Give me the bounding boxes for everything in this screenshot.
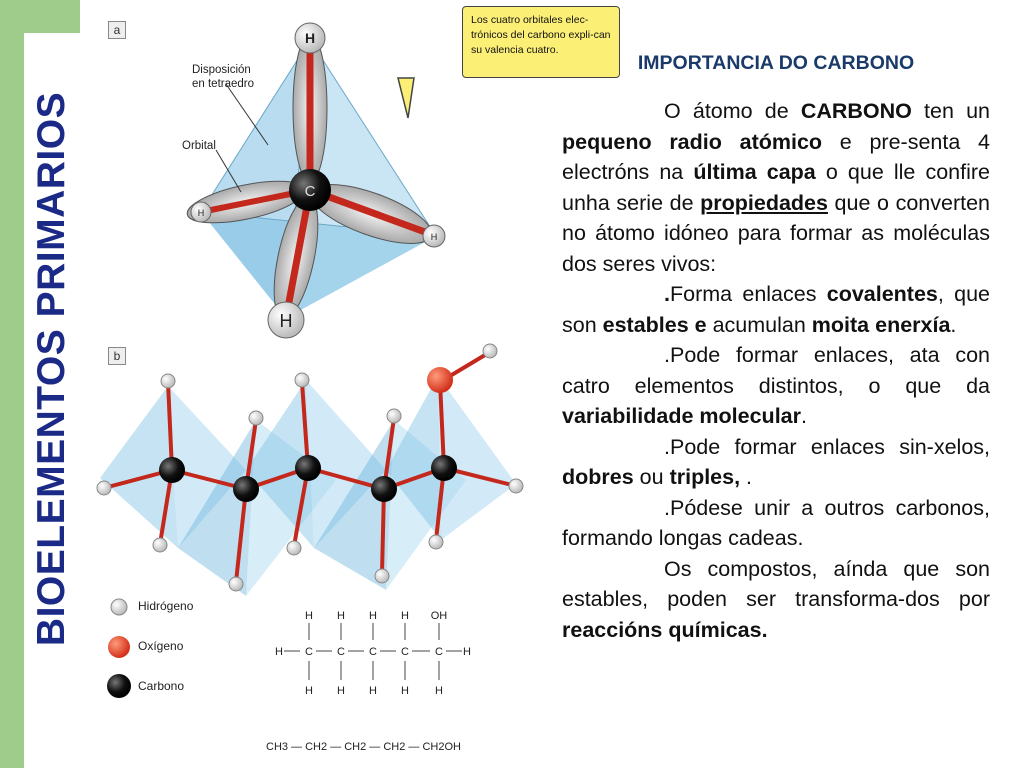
svg-text:H: H (305, 610, 313, 622)
paragraph-chains: .Pódese unir a outros carbonos, formando… (562, 495, 990, 551)
svg-text:C: C (369, 646, 377, 658)
oxygen-atom (427, 367, 453, 393)
panel-label-b: b (108, 347, 126, 365)
legend-carbon: Carbono (138, 679, 185, 693)
structural-formula-atoms: H H H H OH H C C C C C H H H H H H CH3 —… (266, 610, 471, 753)
legend-oxygen: Oxígeno (138, 639, 184, 653)
hydrogen-atom-left (190, 201, 212, 223)
hydrogen-atom-bottom (267, 301, 305, 339)
paragraph-intro: O átomo de CARBONO ten un pequeno radio … (562, 99, 991, 276)
svg-text:H: H (275, 646, 283, 658)
atom-label-h: H (280, 311, 293, 331)
label-orbital: Orbital (182, 140, 216, 152)
carbon-atom (159, 457, 185, 483)
bubble-tail (397, 77, 415, 119)
paragraph-reactions: Os compostos, aínda que son estables, po… (562, 556, 990, 642)
atom-label-c: C (305, 183, 316, 200)
carbon-figure: H H H H C (96, 0, 620, 768)
legend-hydrogen: Hidrógeno (138, 599, 194, 613)
carbon-chain-diagram (96, 343, 524, 596)
svg-text:H: H (337, 610, 345, 622)
carbon-atom (233, 476, 259, 502)
side-title-text: BIOELEMENTOS PRIMARIOS (30, 91, 73, 647)
svg-text:OH: OH (431, 610, 448, 622)
svg-text:H: H (369, 685, 377, 697)
structural-formula-bonds (284, 623, 462, 680)
svg-text:C: C (435, 646, 443, 658)
legend-carbon-dot (107, 674, 131, 698)
paragraph-covalent: .Forma enlaces covalentes, que son estab… (562, 282, 990, 337)
section-heading: IMPORTANCIA DO CARBONO (637, 52, 915, 74)
atom-legend (107, 598, 131, 698)
svg-text:H: H (401, 685, 409, 697)
atom-label-h: H (305, 30, 315, 46)
svg-text:C: C (305, 646, 313, 658)
text-column: IMPORTANCIA DO CARBONO O átomo de CARBON… (562, 52, 990, 645)
legend-hydrogen-dot (110, 598, 128, 616)
condensed-formula: CH3 — CH2 — CH2 — CH2 — CH2OH (266, 741, 461, 753)
hydrogen-atom-right (422, 224, 446, 248)
carbon-atom (289, 169, 331, 211)
svg-text:H: H (337, 685, 345, 697)
carbon-atom (431, 455, 457, 481)
svg-text:H: H (401, 610, 409, 622)
legend-oxygen-dot (108, 636, 130, 658)
carbon-illustration: H H H H C (96, 22, 524, 753)
svg-text:H: H (435, 685, 443, 697)
svg-text:H: H (463, 646, 471, 658)
panel-label-a: a (108, 21, 126, 39)
hydrogen-atom-top (294, 22, 326, 54)
side-panel (24, 33, 80, 768)
callout-bubble: Los cuatro orbitales elec-trónicos del c… (462, 6, 620, 78)
paragraph-variability: .Pode formar enlaces, ata con catro elem… (562, 343, 990, 428)
tetrahedron-diagram: H H H H C (186, 22, 446, 339)
paragraph-bond-types: .Pode formar enlaces sin-xelos, dobres o… (562, 434, 990, 490)
svg-text:C: C (337, 646, 345, 658)
svg-text:H: H (305, 685, 313, 697)
atom-label-h: H (431, 232, 438, 242)
label-tetrahedron-line1: Disposición (192, 64, 251, 76)
carbon-atom (295, 455, 321, 481)
side-title: BIOELEMENTOS PRIMARIOS (24, 33, 80, 705)
atom-label-h: H (198, 208, 205, 218)
svg-text:C: C (401, 646, 409, 658)
svg-text:H: H (369, 610, 377, 622)
carbon-atom (371, 476, 397, 502)
label-tetrahedron-line2: en tetraedro (192, 78, 255, 90)
